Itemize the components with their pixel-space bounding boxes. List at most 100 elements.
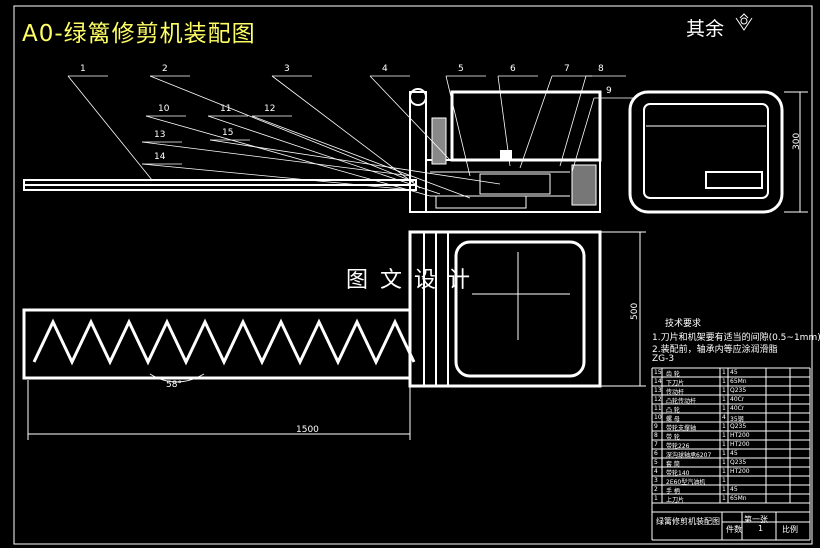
engine-top-outline (454, 240, 586, 378)
title-block-name: 绿篱修剪机装配图 (656, 517, 720, 526)
callout-12: 12 (264, 104, 276, 114)
bom-name: 传动杆 (666, 389, 685, 396)
bom-name: 带轮226 (666, 443, 690, 450)
bom-name: 深沟球轴承6207 (666, 452, 712, 459)
requirement-line-1: 1.刀片和机架要有适当的间隙(0.5~1mm) (652, 333, 820, 343)
requirements-title: 技术要求 (665, 319, 702, 329)
width-dim: 500 (630, 302, 640, 320)
bom-material: 40Cr (730, 396, 745, 403)
bom-material: 65Mn (730, 495, 747, 502)
bom-name: 上刀片 (666, 497, 685, 504)
bom-grid (651, 367, 811, 541)
bom-qty: 1 (722, 396, 726, 403)
drawing-frame (13, 5, 813, 545)
bom-no: 1 (654, 495, 658, 502)
bom-qty: 1 (722, 450, 726, 457)
bom-no: 3 (654, 477, 658, 484)
length-dim: 1500 (296, 425, 319, 435)
callout-leader (141, 141, 413, 177)
bom-name: 带轮支撑轴 (666, 425, 697, 432)
callout-3: 3 (284, 64, 290, 74)
callout-14: 14 (154, 152, 166, 162)
bom-no: 5 (654, 459, 658, 466)
bom-qty: 1 (722, 432, 726, 439)
blade-teeth (32, 318, 416, 366)
callout-leader (209, 139, 501, 185)
callout-leader (67, 75, 153, 181)
bom-qty: 4 (722, 414, 726, 421)
bom-name: 螺 母 (666, 416, 680, 423)
callout-leader (141, 163, 413, 191)
side-view-base (705, 171, 763, 189)
bracket (431, 117, 447, 165)
bom-qty: 1 (722, 459, 726, 466)
bom-name: 下刀片 (666, 380, 685, 387)
bom-material: Q235 (730, 459, 747, 466)
bom-material: 45 (730, 369, 738, 376)
callout-leader (445, 75, 471, 177)
bom-material: Q235 (730, 423, 747, 430)
bom-no: 8 (654, 432, 658, 439)
bom-no: 6 (654, 450, 658, 457)
callout-leader (519, 75, 553, 169)
roughness-symbol (735, 13, 753, 31)
bom-no: 11 (654, 405, 662, 412)
bom-name: 带轮140 (666, 470, 690, 477)
bom-no: 4 (654, 468, 658, 475)
bom-name: 齿 轮 (666, 371, 680, 378)
title-block-qty-label: 件数 (726, 525, 742, 534)
callout-10: 10 (158, 104, 170, 114)
roughness-label: 其余 (686, 18, 725, 40)
callout-8: 8 (598, 64, 604, 74)
callout-leader (251, 115, 471, 199)
callout-leader (559, 75, 587, 167)
bom-qty: 1 (722, 477, 726, 484)
bom-qty: 1 (722, 378, 726, 385)
bom-name: 手 柄 (666, 488, 680, 495)
bom-no: 10 (654, 414, 662, 421)
bom-material: HT200 (730, 441, 750, 448)
top-view-housing (408, 230, 602, 388)
pulley-block (571, 164, 597, 206)
handle-post (409, 91, 427, 213)
gear-housing (425, 159, 601, 213)
bom-qty: 1 (722, 495, 726, 502)
watermark-text: 图文设计 (346, 268, 483, 293)
height-dim: 300 (792, 132, 802, 150)
drawing-title: A0-绿篱修剪机装配图 (22, 21, 256, 47)
callout-leader (145, 115, 431, 197)
callout-leader (149, 75, 415, 183)
side-view-outer (628, 90, 784, 214)
gear-box-inner (479, 173, 551, 195)
title-block-sheet: 第一张 (744, 515, 768, 524)
roughness-circle (740, 17, 748, 25)
callout-9: 9 (606, 86, 612, 96)
bom-qty: 1 (722, 369, 726, 376)
callout-15: 15 (222, 128, 234, 138)
bom-name: 带 轮 (666, 434, 680, 441)
callout-1: 1 (80, 64, 86, 74)
callout-leader (571, 97, 595, 173)
callout-2: 2 (162, 64, 168, 74)
callout-11: 11 (220, 104, 232, 114)
title-block-count: 1 (758, 524, 764, 533)
callout-13: 13 (154, 130, 166, 140)
title-block-scale-label: 比例 (782, 525, 798, 534)
bom-material: 35钢 (730, 416, 744, 423)
bom-no: 14 (654, 378, 662, 385)
callout-4: 4 (382, 64, 388, 74)
bom-no: 9 (654, 423, 658, 430)
bom-qty: 1 (722, 486, 726, 493)
bom-material: HT200 (730, 432, 750, 439)
bom-qty: 1 (722, 468, 726, 475)
bom-no: 15 (654, 369, 662, 376)
bom-material: 40Cr (730, 405, 745, 412)
bom-name: 凸 轮 (666, 407, 680, 414)
bom-name: 凸轮传动杆 (666, 398, 697, 405)
bom-no: 12 (654, 396, 662, 403)
cam-housing (435, 195, 527, 209)
callout-7: 7 (564, 64, 570, 74)
bom-no: 13 (654, 387, 662, 394)
